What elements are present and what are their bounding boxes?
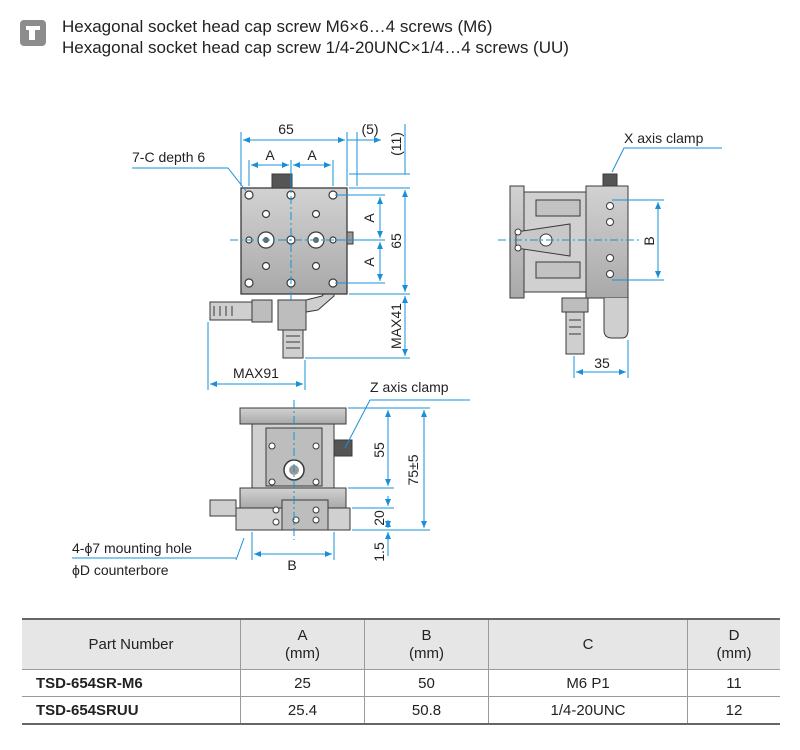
cell-b: 50.8 bbox=[364, 696, 489, 725]
header-a: A(mm) bbox=[240, 618, 365, 670]
callout-x-clamp: X axis clamp bbox=[624, 130, 704, 146]
table-row: TSD-654SR-M6 25 50 M6 P1 11 bbox=[22, 669, 780, 697]
callout-z-clamp: Z axis clamp bbox=[370, 379, 449, 395]
top-view-dimensions bbox=[132, 124, 410, 390]
dim-width: 65 bbox=[278, 121, 294, 137]
cell-c: M6 P1 bbox=[488, 669, 688, 697]
callout-counterbore: ϕD counterbore bbox=[72, 562, 169, 578]
dim-max41: MAX41 bbox=[388, 303, 404, 349]
dim-offset2: (11) bbox=[388, 132, 404, 156]
technical-drawing: 65 (5) A A A A 65 (11) MAX41 MAX91 7-C d… bbox=[72, 121, 722, 578]
cell-b: 50 bbox=[364, 669, 489, 697]
top-view bbox=[209, 173, 354, 359]
cell-c: 1/4-20UNC bbox=[488, 696, 688, 725]
dim-max91: MAX91 bbox=[233, 365, 279, 381]
front-view bbox=[209, 407, 353, 531]
screw-icon bbox=[20, 20, 46, 46]
table-row: TSD-654SRUU 25.4 50.8 1/4-20UNC 12 bbox=[22, 696, 780, 725]
dim-height: 65 bbox=[388, 233, 404, 249]
header-text: Hexagonal socket head cap screw M6×6…4 s… bbox=[62, 16, 762, 58]
dim-side-depth: 35 bbox=[594, 355, 610, 371]
callout-mounting-hole: 4-ϕ7 mounting hole bbox=[72, 540, 192, 556]
dim-h55: 55 bbox=[371, 442, 387, 458]
header-b: B(mm) bbox=[364, 618, 489, 670]
side-view-dimensions bbox=[498, 147, 722, 378]
dim-a-side-2: A bbox=[361, 257, 377, 267]
header-line-1: Hexagonal socket head cap screw M6×6…4 s… bbox=[62, 17, 493, 36]
header-c: C bbox=[488, 618, 688, 670]
dim-b-side: B bbox=[641, 236, 657, 245]
cell-d: 11 bbox=[687, 669, 780, 697]
dim-b-front: B bbox=[287, 557, 296, 573]
cell-part-number: TSD-654SRUU bbox=[22, 696, 241, 725]
header-part-number: Part Number bbox=[22, 618, 241, 670]
header-d: D(mm) bbox=[687, 618, 780, 670]
dim-offset: (5) bbox=[361, 121, 378, 137]
dim-h20: 20 bbox=[371, 510, 387, 526]
dim-a-top-2: A bbox=[307, 147, 317, 163]
dim-h15: 1.5 bbox=[371, 542, 387, 562]
front-view-dimensions bbox=[235, 399, 470, 561]
cell-a: 25 bbox=[240, 669, 365, 697]
cell-a: 25.4 bbox=[240, 696, 365, 725]
side-view bbox=[509, 173, 629, 355]
dim-a-top-1: A bbox=[265, 147, 275, 163]
header-line-2: Hexagonal socket head cap screw 1/4-20UN… bbox=[62, 38, 569, 57]
callout-tapped-holes: 7-C depth 6 bbox=[132, 149, 205, 165]
spec-table: Part Number A(mm) B(mm) C D(mm) TSD-654S… bbox=[22, 618, 780, 725]
dim-h75: 75±5 bbox=[405, 454, 421, 485]
table-header-row: Part Number A(mm) B(mm) C D(mm) bbox=[22, 618, 780, 670]
cell-d: 12 bbox=[687, 696, 780, 725]
dim-a-side-1: A bbox=[361, 213, 377, 223]
cell-part-number: TSD-654SR-M6 bbox=[22, 669, 241, 697]
